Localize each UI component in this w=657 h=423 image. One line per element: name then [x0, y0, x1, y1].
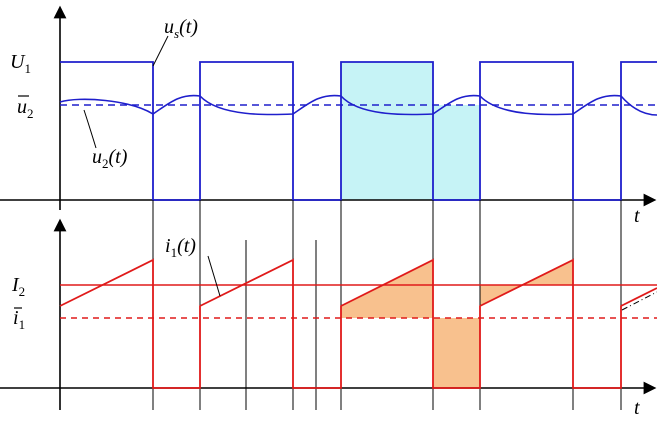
- u2-label: u2(t): [92, 146, 128, 171]
- us-waveform: [60, 61, 657, 201]
- i1-label: i1(t): [165, 235, 196, 260]
- u2-label-pointer: [83, 109, 97, 149]
- u2-waveform: [59, 94, 657, 116]
- U1-label: U1: [10, 51, 31, 76]
- voltage-plot: us(t) U1 u2 u2(t) t: [0, 5, 657, 227]
- us-label-pointer: [152, 35, 169, 67]
- voltage-shaded-on: [341, 62, 433, 200]
- t-label-top: t: [634, 205, 640, 227]
- t-label-bottom: t: [634, 397, 640, 419]
- u2-mean-label: u2: [17, 96, 34, 121]
- I2-label: I2: [11, 274, 25, 299]
- i1-mean-label: i1: [13, 307, 25, 332]
- i1-tangent-detail: [621, 291, 657, 311]
- current-shaded-2: [433, 318, 480, 388]
- voltage-shaded-off: [433, 105, 480, 200]
- i1-waveform: [59, 258, 657, 389]
- us-label: us(t): [164, 16, 198, 41]
- i1-label-pointer: [207, 255, 221, 297]
- current-plot: i1(t) I2 i1 t: [0, 200, 657, 419]
- current-shaded-1: [341, 260, 433, 318]
